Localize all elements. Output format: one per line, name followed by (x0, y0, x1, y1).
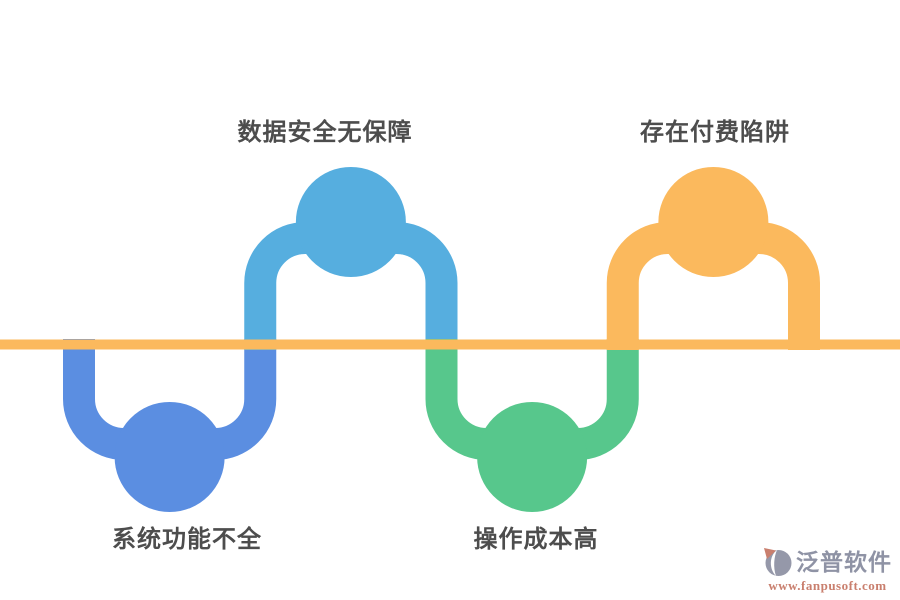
node-label-operation-cost: 操作成本高 (473, 526, 599, 553)
node-label-payment-trap: 存在付费陷阱 (640, 119, 790, 146)
node-label-data-security: 数据安全无保障 (237, 119, 413, 146)
brand-watermark: 泛普软件 www.fanpusoft.com (763, 547, 892, 592)
timeline-axis (0, 339, 900, 350)
node-circle-2 (477, 402, 588, 512)
brand-url: www.fanpusoft.com (768, 578, 887, 593)
node-circle-1 (295, 167, 406, 277)
node-circle-0 (114, 402, 225, 512)
brand-name: 泛普软件 (796, 548, 892, 575)
brand-logo-icon (764, 548, 792, 576)
node-circle-3 (658, 167, 769, 277)
node-label-system-functions: 系统功能不全 (112, 526, 262, 553)
